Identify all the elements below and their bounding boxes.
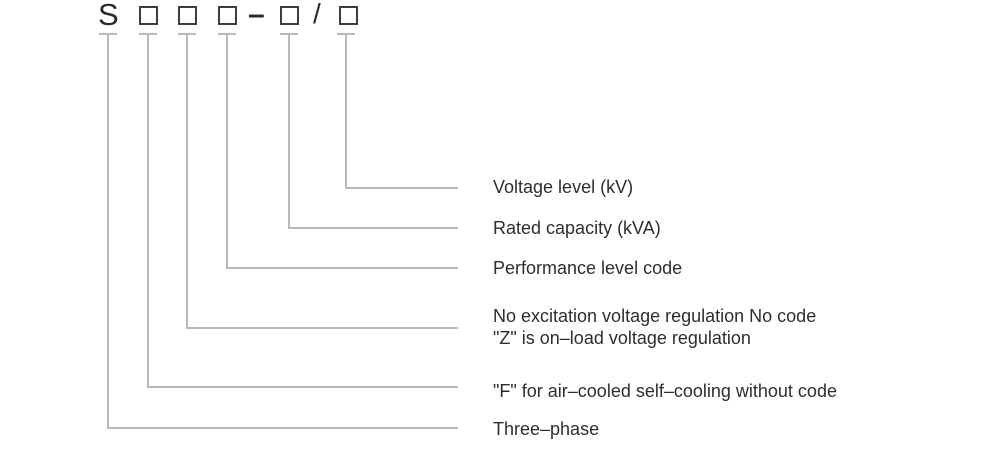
connector-voltage-level (337, 33, 458, 189)
code-box-voltage (339, 6, 358, 25)
label-voltage-regulation-line2: "Z" is on–load voltage regulation (493, 328, 751, 348)
label-performance-level: Performance level code (493, 258, 683, 278)
label-voltage-regulation-line1: No excitation voltage regulation No code (493, 306, 817, 326)
connector-regulation (178, 33, 458, 329)
code-letter-s: S (98, 0, 119, 32)
label-rated-capacity: Rated capacity (kVA) (493, 218, 661, 238)
code-dash-separator: – (248, 0, 265, 31)
code-box-capacity (280, 6, 299, 25)
label-three-phase: Three–phase (493, 419, 600, 439)
label-cooling: "F" for air–cooled self–cooling without … (493, 381, 837, 401)
label-voltage-regulation: No excitation voltage regulation No code… (493, 305, 816, 349)
code-slash-separator: / (313, 0, 321, 29)
connector-rated-capacity (280, 33, 458, 229)
code-box-performance (218, 6, 237, 25)
label-voltage-level: Voltage level (kV) (493, 177, 634, 197)
code-box-cooling (139, 6, 158, 25)
code-box-regulation (178, 6, 197, 25)
connector-cooling (139, 33, 458, 388)
connector-three-phase (99, 33, 458, 429)
connector-performance-level (218, 33, 458, 269)
